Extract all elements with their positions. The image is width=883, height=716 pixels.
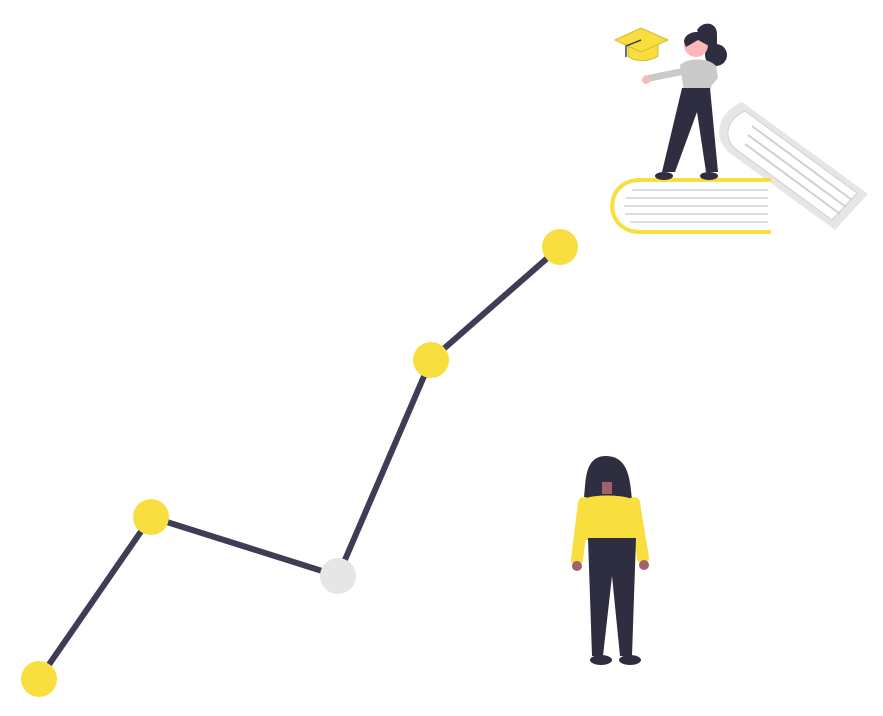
standing-woman (571, 456, 649, 665)
trend-point-1 (21, 661, 57, 697)
graduate-woman (642, 23, 727, 180)
yellow-book (610, 178, 771, 234)
trend-point-2 (133, 499, 169, 535)
trend-line (36, 244, 563, 682)
trend-point-4 (413, 342, 449, 378)
gray-book (719, 102, 868, 230)
trend-point-3 (320, 558, 356, 594)
graduation-cap-icon (613, 27, 670, 61)
trend-point-5 (542, 229, 578, 265)
